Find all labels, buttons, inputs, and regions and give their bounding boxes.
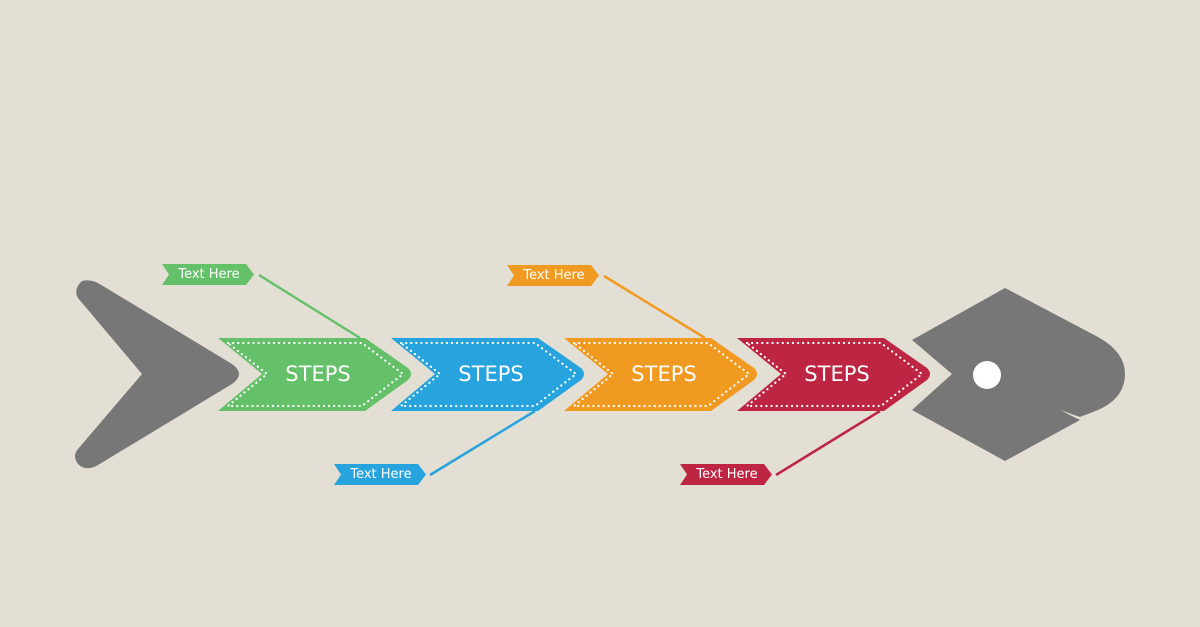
callout-connector-line	[258, 273, 361, 340]
callout-text: Text Here	[177, 267, 239, 282]
callout-tag	[680, 464, 772, 485]
callout-tag	[162, 264, 254, 285]
callout-text: Text Here	[695, 467, 757, 482]
callout-connector-line	[603, 274, 706, 340]
fish-eye	[973, 361, 1001, 389]
callout-1: Text Here	[162, 264, 361, 340]
callout-4: Text Here	[680, 409, 881, 485]
step-2: STEPS	[391, 338, 584, 411]
step-arrow	[218, 338, 411, 411]
callout-text: Text Here	[522, 268, 584, 283]
callout-2: Text Here	[334, 409, 536, 485]
callout-tag	[507, 265, 599, 286]
callout-3: Text Here	[507, 265, 706, 340]
step-label: STEPS	[631, 362, 696, 386]
step-arrow	[737, 338, 930, 411]
step-1: STEPS	[218, 338, 411, 411]
step-arrow	[391, 338, 584, 411]
callout-connector-line	[429, 409, 536, 477]
callout-text: Text Here	[349, 467, 411, 482]
step-4: STEPS	[737, 338, 930, 411]
step-label: STEPS	[804, 362, 869, 386]
fish-head	[912, 288, 1125, 461]
step-label: STEPS	[458, 362, 523, 386]
callout-tag	[334, 464, 426, 485]
step-label: STEPS	[285, 362, 350, 386]
step-3: STEPS	[564, 338, 757, 411]
callout-connector-line	[775, 409, 881, 477]
fish-tail	[75, 280, 239, 469]
step-arrow	[564, 338, 757, 411]
